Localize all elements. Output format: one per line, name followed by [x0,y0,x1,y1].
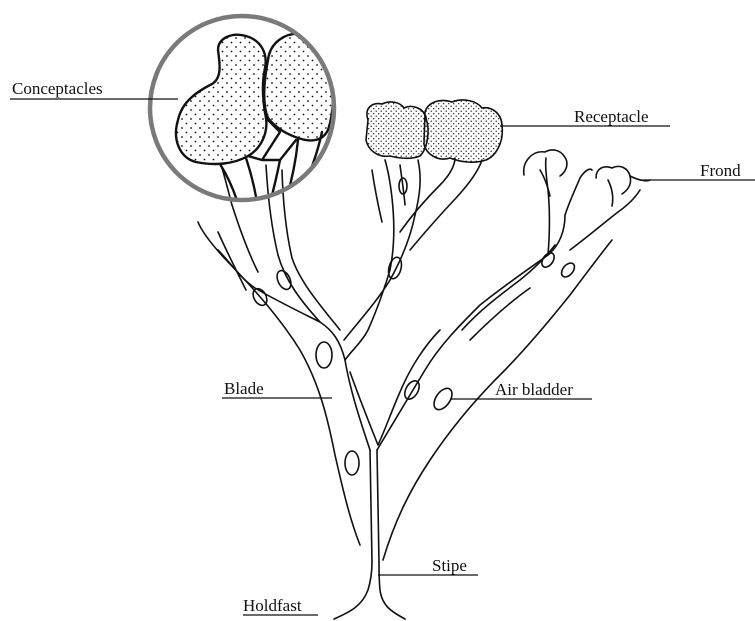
frond-tip [524,150,650,206]
label-holdfast: Holdfast [243,596,302,615]
receptacle-left [366,102,428,158]
label-air-bladder: Air bladder [495,380,573,399]
label-stipe: Stipe [432,556,467,575]
magnifier-inset [150,16,334,210]
leader-lines [10,99,755,615]
labels: Conceptacles Receptacle Frond Blade Air … [12,79,741,615]
holdfast-shape [334,562,405,619]
receptacle-right [424,100,502,162]
right-blade-outline [377,215,565,450]
receptacles [366,100,502,162]
conceptacle-right [264,34,333,141]
label-blade: Blade [224,379,264,398]
stipe-shape [370,450,379,562]
label-receptacle: Receptacle [574,107,649,126]
label-conceptacles: Conceptacles [12,79,103,98]
label-frond: Frond [700,161,741,180]
conceptacle-left [176,35,266,164]
